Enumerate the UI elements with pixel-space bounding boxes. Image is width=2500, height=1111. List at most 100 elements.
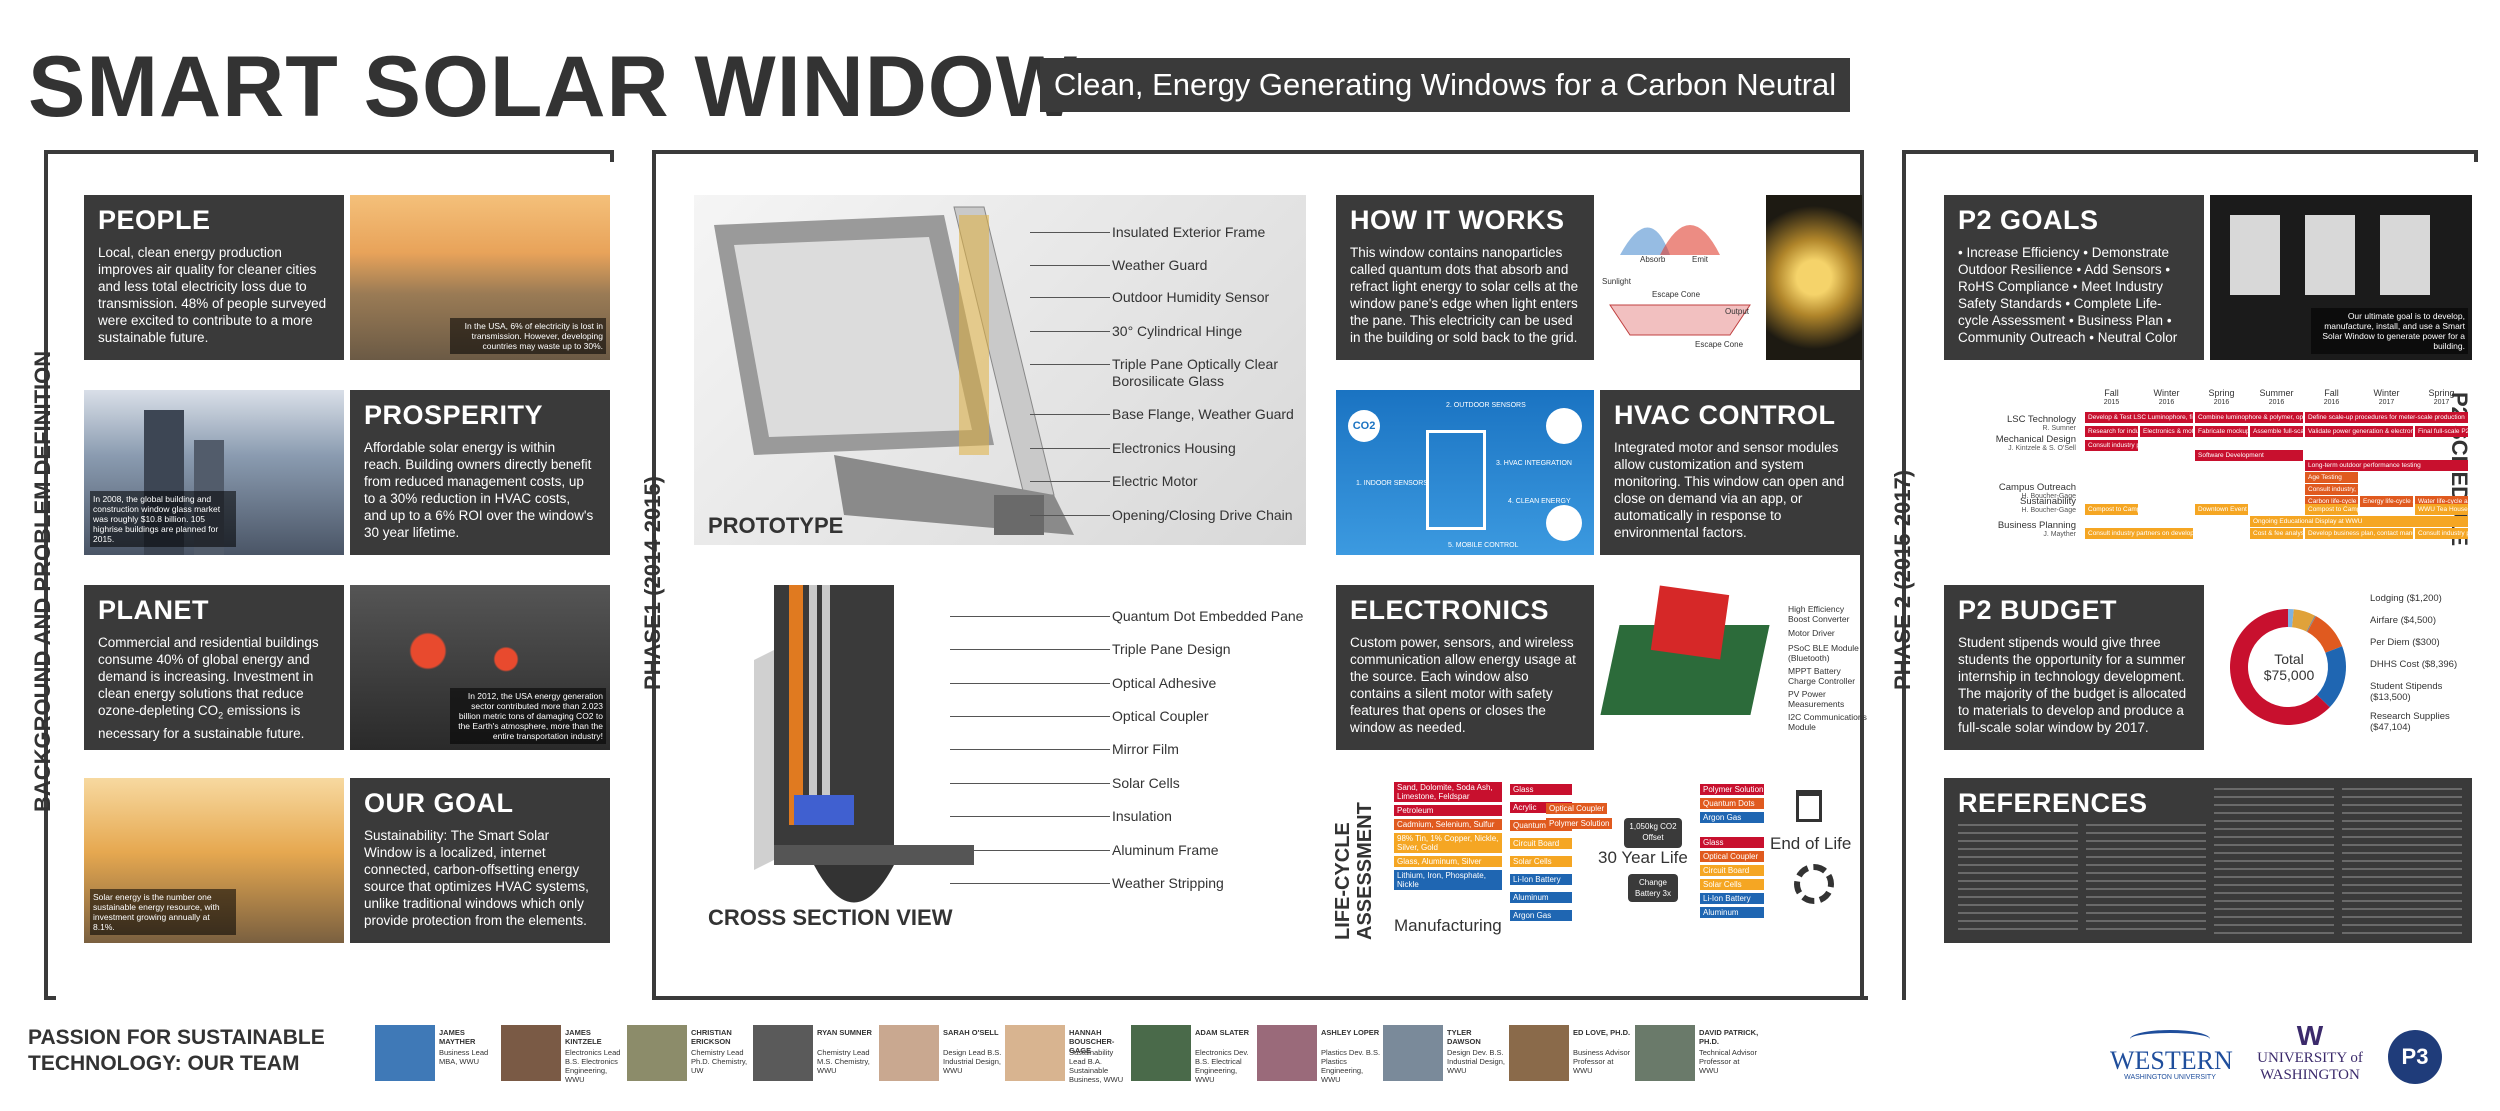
cross-section-illustration [754, 585, 974, 903]
schedule-task: Validate power generation & electronics … [2305, 426, 2413, 437]
lca-optical-coupler: Optical Coupler [1546, 803, 1608, 814]
schedule-row-lead: J. Kintzele & S. O'Sell [2008, 445, 2076, 452]
leader-line [950, 783, 1110, 784]
budget-title: P2 BUDGET [1958, 595, 2118, 625]
electronics-title: ELECTRONICS [1350, 595, 1550, 625]
schedule-task: Cost & fee analysis [2250, 528, 2303, 539]
lca-outputs: Polymer Solution Quantum Dots Argon Gas … [1700, 784, 1764, 918]
lca-input: Lithium, Iron, Phosphate, Nickle [1394, 870, 1502, 890]
team-member-name: SARAH O'SELL [943, 1028, 999, 1037]
team-member-name: JAMES MAYTHER [439, 1028, 476, 1046]
callout-weather-stripping: Weather Stripping [1112, 875, 1224, 891]
window-icon [1426, 430, 1486, 530]
team-member-photo [1257, 1025, 1317, 1081]
schedule-task: Consult industry partners, refine [2085, 440, 2138, 451]
ec-psoc: PSoC BLE Module (Bluetooth) [1788, 643, 1859, 663]
schedule-row-name: Sustainability [2020, 496, 2076, 507]
schedule-task: Long-term outdoor performance testing [2305, 460, 2468, 471]
leader-line [950, 850, 1110, 851]
team-member-role: Plastics Dev. B.S. Plastics Engineering,… [1321, 1048, 1381, 1084]
callout-triple-pane: Triple Pane Optically Clear Borosilicate… [1112, 356, 1278, 389]
callout-electric-motor: Electric Motor [1112, 473, 1198, 489]
ec-boost: High Efficiency Boost Converter [1788, 604, 1850, 624]
leader-line [1030, 481, 1110, 482]
ec-i2c: I2C Communications Module [1788, 712, 1867, 732]
prosperity-caption: In 2008, the global building and constru… [90, 491, 236, 547]
schedule-task: Compost to Campus [2305, 504, 2358, 515]
leader-line [1030, 414, 1110, 415]
schedule-task: Develop business plan, contact manufactu… [2305, 528, 2413, 539]
schedule-term: Spring [2428, 388, 2455, 398]
schedule-year: 2016 [2213, 399, 2230, 406]
planet-card: PLANET Commercial and residential buildi… [84, 585, 344, 750]
lca-input: Cadmium, Selenium, Sulfur [1394, 819, 1502, 830]
clean-energy-label: 4. CLEAN ENERGY [1508, 498, 1571, 505]
circuit-board-photo [1600, 585, 1778, 750]
window-pane [2230, 215, 2280, 295]
callout-mirror-film: Mirror Film [1112, 741, 1179, 757]
background-bottom-line [44, 996, 56, 1000]
people-caption: In the USA, 6% of electricity is lost in… [450, 318, 606, 354]
lca-output: Glass [1700, 837, 1764, 848]
lightning-icon [1546, 505, 1582, 541]
schedule-term: Winter [2153, 388, 2180, 398]
diag-escape-cone-2: Escape Cone [1695, 340, 1744, 349]
leader-line [950, 649, 1110, 650]
schedule-row-name: LSC Technology [2006, 414, 2076, 425]
budget-legend-item: Airfare ($4,500) [2370, 615, 2437, 626]
lca-polymer-solution: Polymer Solution [1546, 818, 1613, 829]
ec-pv: PV Power Measurements [1788, 689, 1845, 709]
window-building-photo: Our ultimate goal is to develop, manufac… [2210, 195, 2472, 360]
goals-card: P2 GOALS • Increase Efficiency • Demonst… [1944, 195, 2204, 360]
leader-line [1030, 232, 1110, 233]
references-text-col-3 [2214, 788, 2334, 934]
lca-output: Polymer Solution [1700, 784, 1764, 795]
schedule-row-name: Business Planning [1997, 520, 2076, 531]
phase2-bracket-tick [2474, 150, 2478, 162]
goal-card: OUR GOAL Sustainability: The Smart Solar… [350, 778, 610, 943]
schedule-row-lead: H. Boucher-Gage [2021, 507, 2076, 514]
prototype-illustration [714, 206, 1074, 535]
goals-text: • Increase Efficiency • Demonstrate Outd… [1958, 245, 2178, 345]
schedule-task: Age Testing [2305, 472, 2358, 483]
schedule-term: Winter [2373, 388, 2400, 398]
city-haze-photo: In the USA, 6% of electricity is lost in… [350, 195, 610, 360]
lca-manufacturing: Manufacturing [1394, 916, 1502, 935]
callout-electronics-housing: Electronics Housing [1112, 440, 1236, 456]
schedule-task: Fabricate mockup, electronics [2195, 426, 2248, 437]
background-bracket [44, 150, 614, 1000]
lca-material: Quantum Dots [1510, 820, 1572, 831]
budget-legend-item: DHHS Cost ($8,396) [2370, 659, 2458, 670]
callout-drive-chain: Opening/Closing Drive Chain [1112, 507, 1293, 523]
lca-material: Solar Cells [1510, 856, 1572, 867]
schedule-year: 2015 [2103, 399, 2120, 406]
leader-line [1030, 364, 1110, 365]
schedule-term: Fall [2104, 388, 2119, 398]
schedule-term: Spring [2208, 388, 2235, 398]
diag-sunlight: Sunlight [1602, 277, 1631, 286]
uw-logo: W UNIVERSITY of WASHINGTON [2250, 1022, 2370, 1084]
sunset-city-photo: Solar energy is the number one sustainab… [84, 778, 344, 943]
team-member-role: Business Advisor Professor at WWU [1573, 1048, 1631, 1075]
prototype-label: PROTOTYPE [708, 513, 844, 538]
poster-subtitle: Clean, Energy Generating Windows for a C… [1040, 58, 1850, 156]
people-text: Local, clean energy production improves … [98, 245, 327, 345]
prosperity-text: Affordable solar energy is within reach.… [364, 440, 594, 540]
budget-legend-item: Research Supplies ($47,104) [2370, 711, 2450, 733]
team-member-name: RYAN SUMNER [817, 1028, 872, 1037]
lca-battery-badge: Change Battery 3x [1628, 874, 1678, 902]
prosperity-card: PROSPERITY Affordable solar energy is wi… [350, 390, 610, 555]
schedule-task: Compost to Campus [2085, 504, 2138, 515]
phase2-bracket [1902, 150, 2478, 1000]
lca-label: LIFE-CYCLE ASSESSMENT [1332, 802, 1376, 940]
traffic-photo: In 2012, the USA energy generation secto… [350, 585, 610, 750]
schedule-year: 2017 [2378, 399, 2395, 406]
schedule-year: 2016 [2158, 399, 2175, 406]
people-card: PEOPLE Local, clean energy production im… [84, 195, 344, 360]
lca-30-year-life: 30 Year Life [1598, 848, 1688, 867]
schedule-task: Develop & Test LSC Luminophore, finalize… [2085, 412, 2193, 423]
schedule-task: Combine luminophore & polymer, optical &… [2195, 412, 2303, 423]
team-member-name: DAVID PATRICK, PH.D. [1699, 1028, 1759, 1046]
diag-escape-cone: Escape Cone [1652, 290, 1701, 299]
